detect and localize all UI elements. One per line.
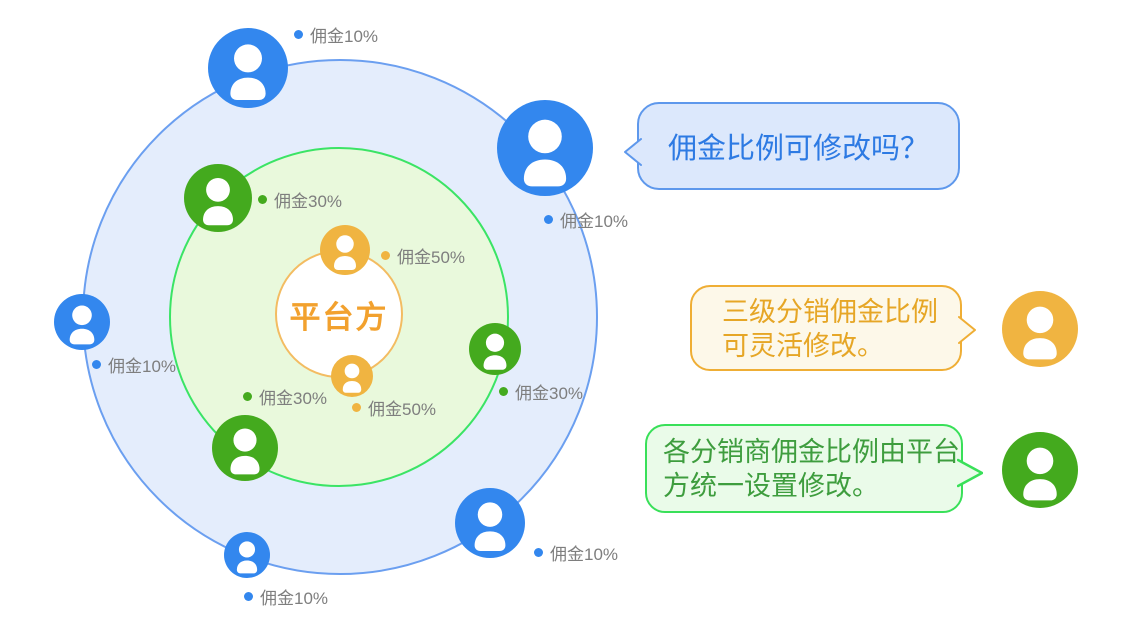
bubble-tail-right-icon bbox=[958, 316, 976, 344]
commission-label: 佣金10% bbox=[92, 353, 177, 376]
answer-bubble-platform: 各分销商佣金比例由平台 方统一设置修改。 bbox=[645, 424, 983, 513]
commission-label: 佣金30% bbox=[243, 385, 328, 408]
dot-icon bbox=[92, 359, 101, 369]
tier2-avatar-bottom-left bbox=[212, 415, 278, 481]
commission-label: 佣金30% bbox=[499, 380, 584, 403]
dot-icon bbox=[294, 29, 303, 39]
answer-bubble-flexible: 三级分销佣金比例 可灵活修改。 bbox=[690, 285, 976, 371]
commission-label-text: 佣金30% bbox=[259, 388, 328, 408]
tier3-avatar-bottom bbox=[331, 355, 373, 397]
person-icon bbox=[236, 541, 258, 574]
tier1-avatar-left bbox=[54, 294, 110, 350]
answer-flexible-line2: 可灵活修改。 bbox=[722, 331, 884, 361]
commission-label-text: 佣金10% bbox=[560, 211, 629, 231]
answer-platform-line1: 各分销商佣金比例由平台 bbox=[663, 437, 960, 467]
tier1-avatar-questioner bbox=[497, 100, 593, 196]
commission-label-text: 佣金10% bbox=[550, 544, 619, 564]
dot-icon bbox=[258, 194, 267, 204]
dot-icon bbox=[243, 391, 252, 401]
question-bubble: 佣金比例可修改吗？ bbox=[624, 102, 960, 190]
platform-label: 平台方 bbox=[289, 299, 389, 335]
commission-label-text: 佣金50% bbox=[397, 247, 466, 267]
commission-label-text: 佣金30% bbox=[274, 191, 343, 211]
person-icon bbox=[1023, 447, 1057, 501]
commission-label: 佣金50% bbox=[381, 244, 466, 267]
answer-flexible-line1: 三级分销佣金比例 bbox=[722, 297, 938, 327]
commission-label: 佣金10% bbox=[544, 208, 629, 231]
person-icon bbox=[483, 333, 507, 370]
person-icon bbox=[474, 502, 506, 551]
person-icon bbox=[230, 428, 260, 475]
dot-icon bbox=[499, 386, 508, 396]
person-icon bbox=[1023, 306, 1057, 360]
commission-label-text: 佣金10% bbox=[108, 356, 177, 376]
commission-label-text: 佣金50% bbox=[368, 399, 437, 419]
commission-label: 佣金50% bbox=[352, 396, 437, 419]
person-icon bbox=[334, 235, 356, 270]
commission-label: 佣金10% bbox=[534, 541, 619, 564]
dot-icon bbox=[352, 402, 361, 412]
tier2-avatar-right bbox=[469, 323, 521, 375]
dot-icon bbox=[544, 214, 553, 224]
commission-label: 佣金10% bbox=[294, 23, 379, 46]
orange-responder-avatar bbox=[1002, 291, 1078, 367]
commission-label: 佣金30% bbox=[258, 188, 343, 211]
bubble-tail-left-icon bbox=[624, 138, 642, 166]
commission-label-text: 佣金30% bbox=[515, 383, 584, 403]
tier1-avatar-top bbox=[208, 28, 288, 108]
question-text: 佣金比例可修改吗？ bbox=[667, 133, 929, 165]
person-icon bbox=[523, 119, 567, 187]
person-icon bbox=[230, 44, 266, 100]
dot-icon bbox=[381, 250, 390, 260]
person-icon bbox=[203, 177, 233, 226]
tier2-avatar-top-left bbox=[184, 164, 252, 232]
commission-label-text: 佣金10% bbox=[260, 588, 329, 608]
person-icon bbox=[69, 305, 95, 345]
tier1-avatar-bottom-left bbox=[224, 532, 270, 578]
bubble-tail-right-icon bbox=[957, 458, 983, 488]
dot-icon bbox=[534, 547, 543, 557]
commission-label-text: 佣金10% bbox=[310, 26, 379, 46]
commission-label: 佣金10% bbox=[244, 585, 329, 608]
answer-platform-line2: 方统一设置修改。 bbox=[663, 471, 879, 501]
green-responder-avatar bbox=[1002, 432, 1078, 508]
person-icon bbox=[342, 363, 362, 393]
dot-icon bbox=[244, 591, 253, 601]
tier3-avatar-top bbox=[320, 225, 370, 275]
tier1-avatar-bottom-right bbox=[455, 488, 525, 558]
